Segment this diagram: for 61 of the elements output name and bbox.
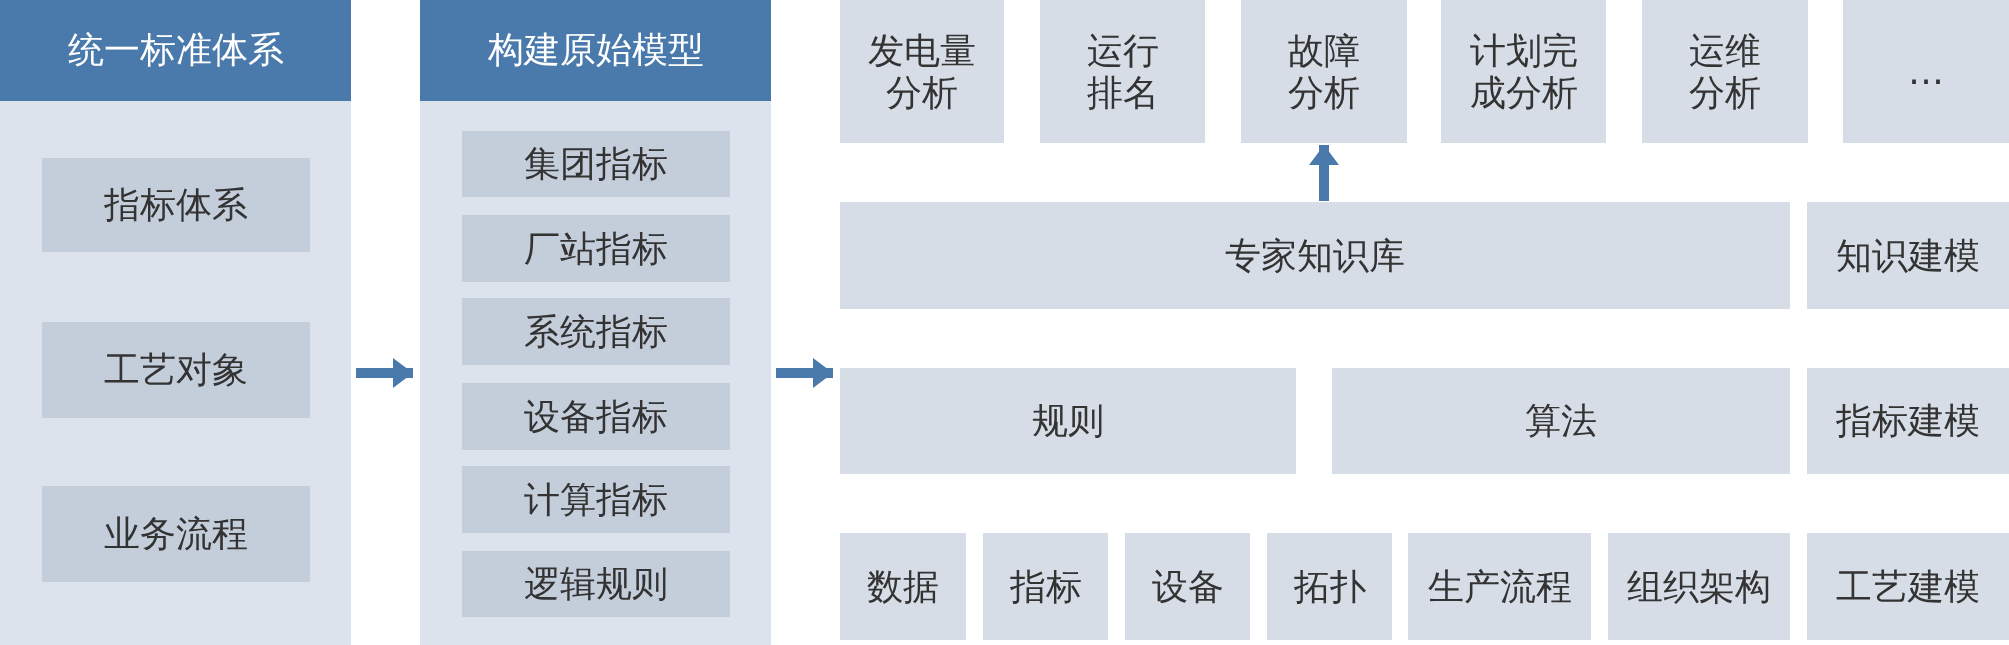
item-box [42, 158, 310, 252]
box-label: 拓扑 [1293, 565, 1366, 608]
panel-header: 统一标准体系 [0, 0, 351, 101]
item-box [42, 322, 310, 418]
module-box [1807, 202, 2009, 309]
module-box [1408, 533, 1591, 640]
box-label: 逻辑规则 [524, 563, 668, 605]
box-label: 组织架构 [1627, 565, 1771, 608]
box-label: 运维分析 [1688, 30, 1762, 113]
item-box [462, 298, 730, 365]
module-box [840, 0, 1004, 143]
box-label: 系统指标 [524, 310, 668, 353]
item-box [462, 215, 730, 282]
item-box [462, 383, 730, 450]
box-label: 业务流程 [104, 513, 248, 555]
module-box [1125, 533, 1250, 640]
item-box [462, 551, 730, 617]
panel [0, 0, 351, 645]
panel-header: 构建原始模型 [420, 0, 771, 101]
module-box [1241, 0, 1407, 143]
module-box [840, 533, 966, 640]
module-box [840, 368, 1296, 474]
box-label: 指标体系 [104, 184, 248, 226]
module-box [1807, 368, 2009, 474]
module-box [1843, 0, 2009, 143]
box-label: 设备 [1151, 565, 1224, 608]
item-box [462, 131, 730, 197]
panel [420, 0, 771, 645]
box-label: 规则 [1032, 400, 1104, 442]
module-box [1267, 533, 1392, 640]
box-label: 运行排名 [1085, 30, 1160, 113]
box-label: 知识建模 [1836, 234, 1980, 277]
box-label: 指标建模 [1836, 400, 1980, 442]
box-label: 算法 [1525, 400, 1597, 442]
box-label: … [1908, 50, 1944, 93]
item-box [462, 466, 730, 533]
box-label: 厂站指标 [524, 227, 668, 270]
box-label: 生产流程 [1427, 565, 1572, 608]
module-box [1807, 533, 2009, 640]
module-box [1332, 368, 1790, 474]
box-label: 计划完成分析 [1468, 30, 1579, 113]
box-label: 故障分析 [1287, 30, 1361, 113]
module-box [1608, 533, 1790, 640]
box-label: 指标 [1009, 565, 1082, 608]
arrow [776, 358, 833, 388]
module-box [840, 202, 1790, 309]
module-box [1040, 0, 1205, 143]
box-label: 集团指标 [524, 143, 668, 185]
box-label: 计算指标 [524, 478, 668, 521]
module-box [983, 533, 1108, 640]
box-label: 工艺对象 [104, 349, 248, 391]
module-box [1441, 0, 1606, 143]
box-label: 设备指标 [524, 395, 668, 438]
item-box [42, 486, 310, 582]
box-label: 数据 [867, 565, 939, 608]
module-box [1642, 0, 1808, 143]
box-label: 专家知识库 [1225, 234, 1405, 277]
arrow [356, 358, 413, 388]
arrow [1309, 145, 1339, 201]
box-label: 工艺建模 [1836, 565, 1980, 608]
box-label: 发电量分析 [867, 30, 977, 113]
